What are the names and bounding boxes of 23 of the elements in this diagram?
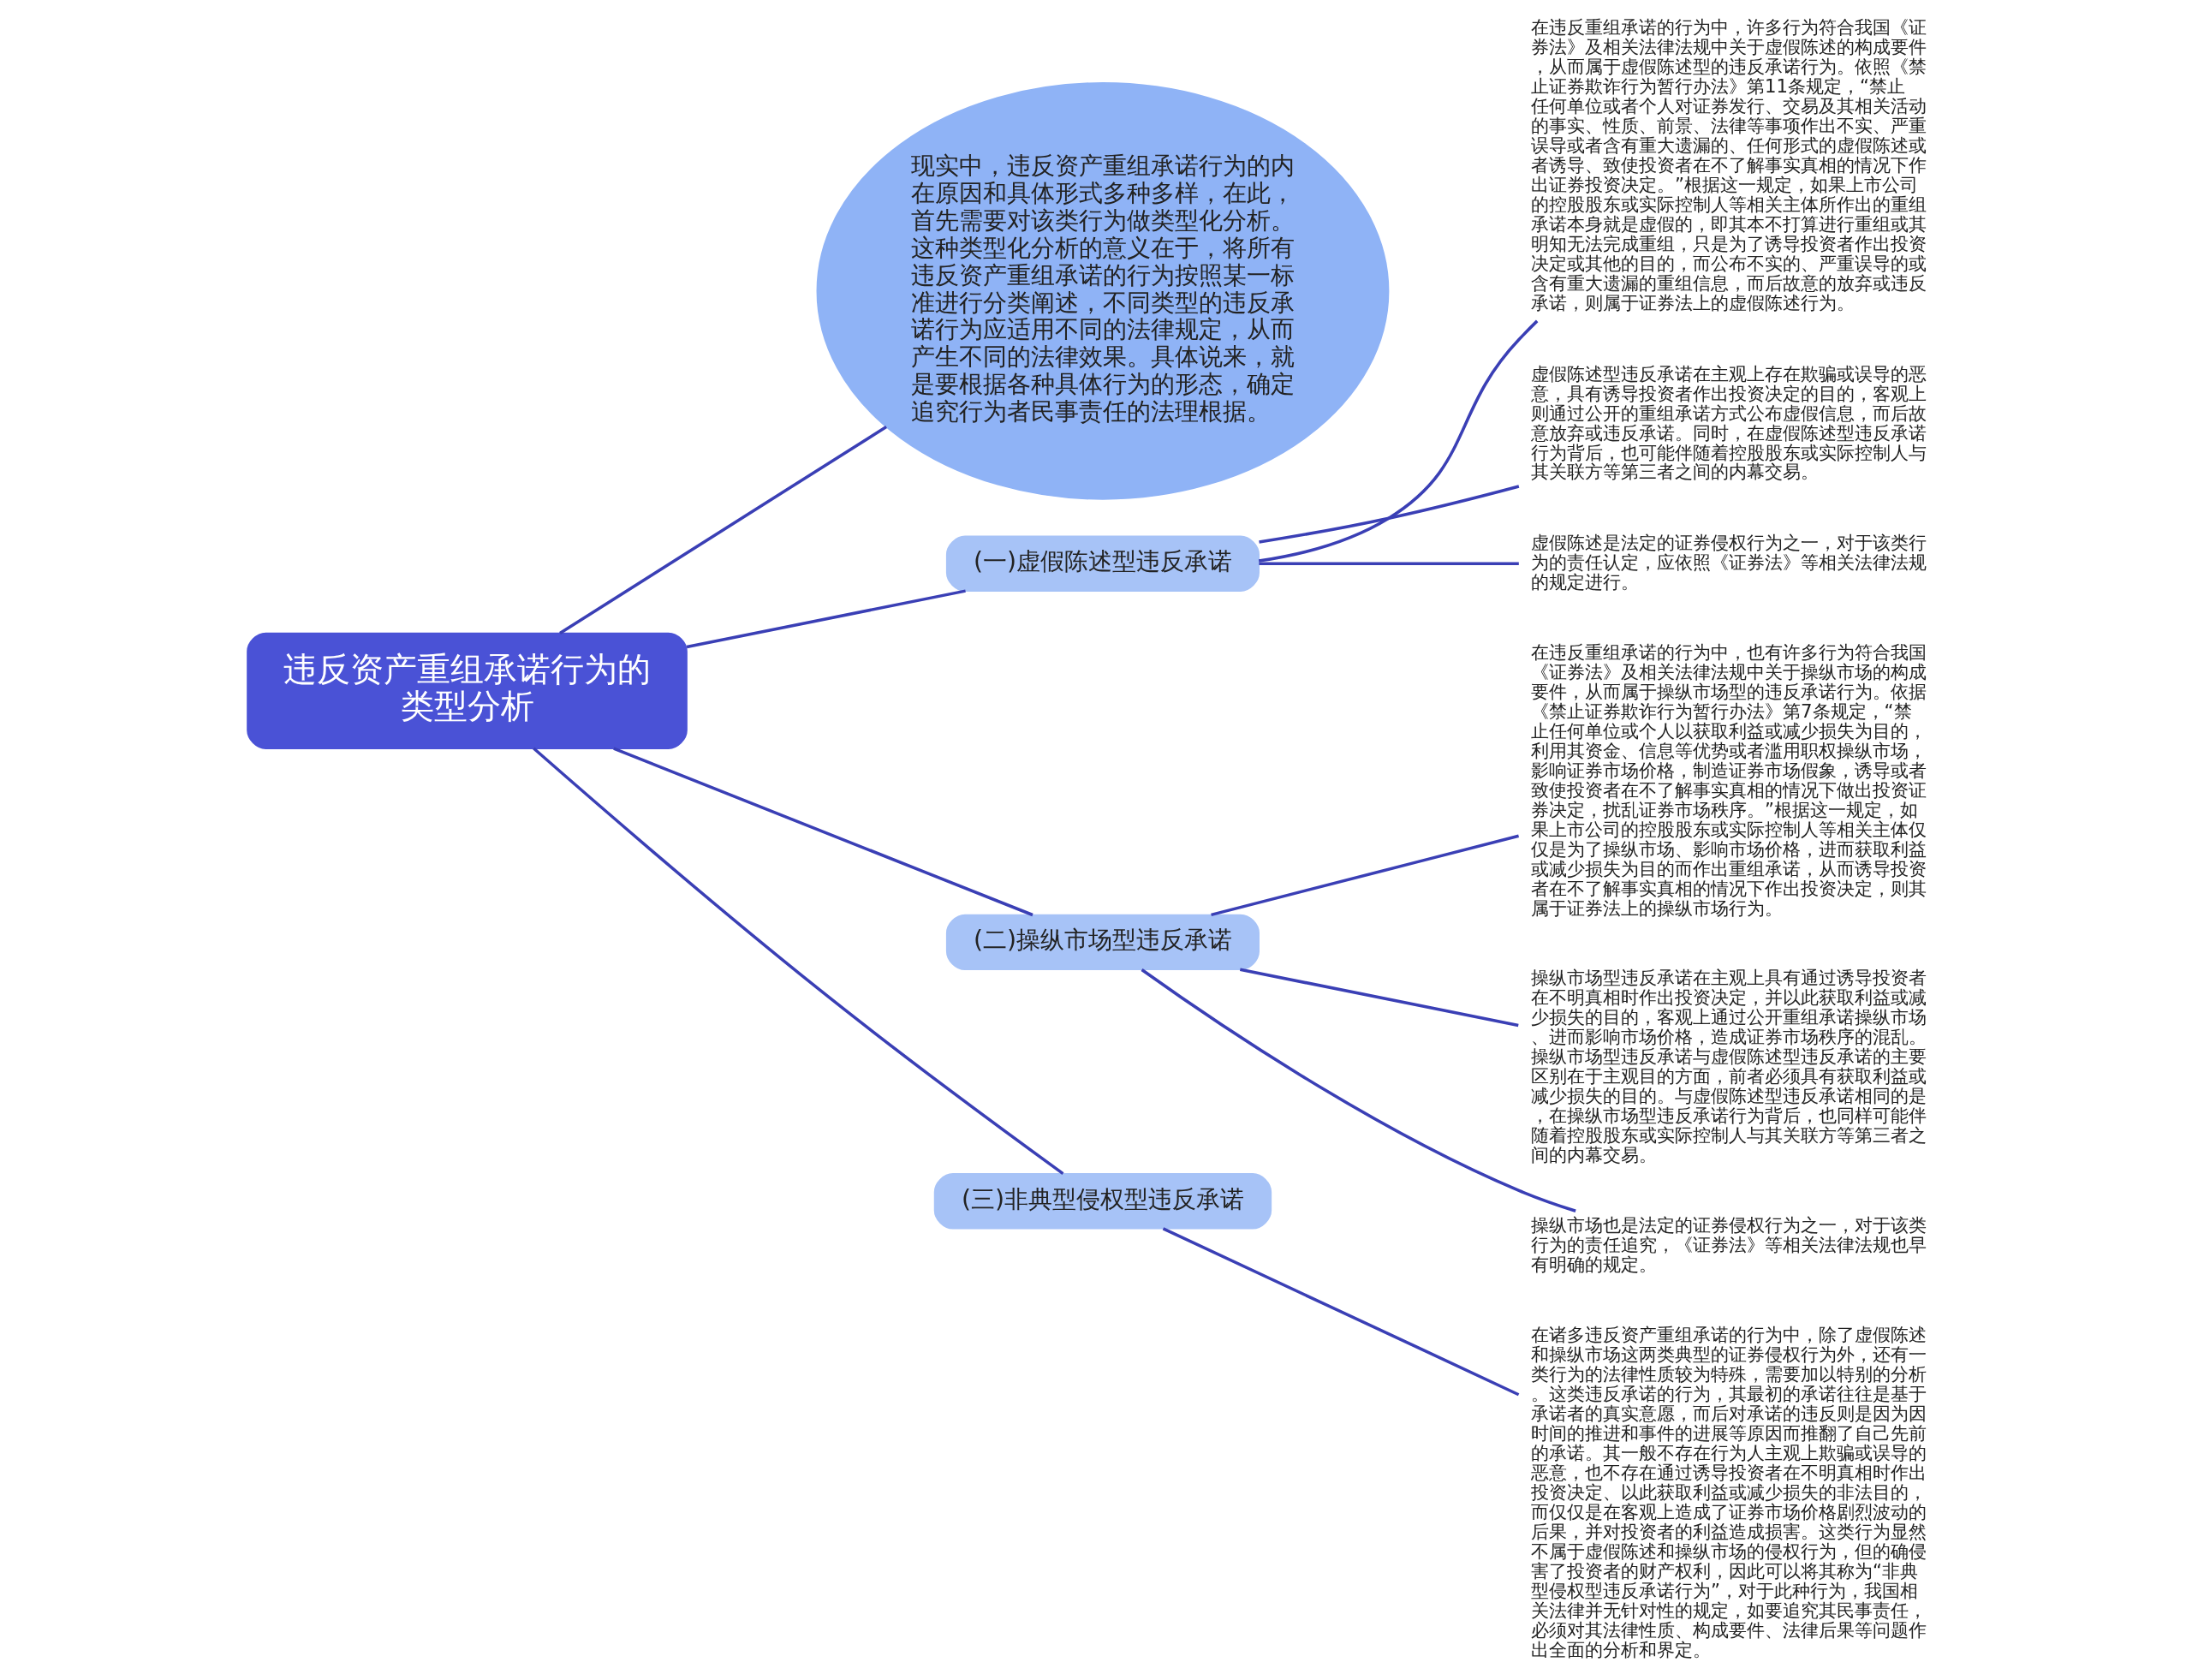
connector (533, 747, 1064, 1175)
node-box: (一)虚假陈述型违反承诺 (945, 535, 1260, 592)
node-text: 在违反重组承诺的行为中，也有许多行为符合我国《证券法》及相关法律法规中关于操纵市场的构成要件，从而属于操纵市场型的违反承诺行为。依据《禁止证券欺诈行为暂行办法》第7条规定，“禁止任何单位或个人以获取利益或减少损失为目的，利用其资金、信息等优势或者滥用职权操纵市场，影响证券市场价格，制造证券市场假象，诱导或者致使投资者在不了解事实真相的情况下做出投资证券决定，扰乱证券市场秩序。”根据这一规定，如果上市公司的控股股东或实际控制人等相关主体仅仅是为了操纵市场、影响市场价格，进而获取利益或减少损失为目的而作出重组承诺，从而诱导投资者在不了解事实真相的情况下作出投资决定，则其属于证券法上的操纵市场行为。 (1531, 640, 1927, 919)
connector (1141, 968, 1576, 1212)
node-text: 操纵市场型违反承诺在主观上具有通过诱导投资者在不明真相时作出投资决定，并以此获取利益或减少损失的目的，客观上通过公开重组承诺操纵市场、进而影响市场价格，造成证券市场秩序的混乱。操纵市场型违反承诺与虚假陈述型违反承诺的主要区别在于主观目的方面，前者必须具有获取利益或减少损失的目的。与虚假陈述型违反承诺相同的是，在操纵市场型违反承诺行为背后，也同样可能伴随着控股股东或实际控制人与其关联方等第三者之间的内幕交易。 (1531, 967, 1927, 1166)
connector (1258, 319, 1539, 563)
node-box: (二)操纵市场型违反承诺 (945, 914, 1260, 971)
connector (1259, 485, 1520, 544)
node-text: 虚假陈述是法定的证券侵权行为之一，对于该类行为的责任认定，应依照《证券法》等相关法律法规的规定进行。 (1531, 531, 1927, 593)
connector (1259, 562, 1519, 565)
node-text: 在诸多违反资产重组承诺的行为中，除了虚假陈述和操纵市场这两类典型的证券侵权行为外，还有一类行为的法律性质较为特殊，需要加以特别的分析。这类违反承诺的行为，其最初的承诺往往是基于承诺者的真实意愿，而后对承诺的违反则是因为因时间的推进和事件的进展等原因而推翻了自己先前的承诺。其一般不存在行为人主观上欺骗或误导的恶意，也不存在通过诱导投资者在不明真相时作出投资决定、以此获取利益或减少损失的非法目的，而仅仅是在客观上造成了证券市场价格剧烈波动的后果，并对投资者的利益造成损害。这类行为显然不属于虚假陈述和操纵市场的侵权行为，但的确侵害了投资者的财产权利，因此可以将其称为“非典型侵权型违反承诺行为”，对于此种行为，我国相关法律并无针对性的规定，如要追究其民事责任，必须对其法律性质、构成要件、法律后果等问题作出全面的分析和界定。 (1531, 1323, 1927, 1660)
node-ellipse: 现实中，违反资产重组承诺行为的内在原因和具体形式多种多样，在此，首先需要对该类行为做类型化分析。这种类型化分析的意义在于，将所有违反资产重组承诺的行为按照某一标准进行分类阐述，不同类型的违反承诺行为应适用不同的法律规定，从而产生不同的法律效果。具体说来，就是要根据各种具体行为的形态，确定追究行为者民事责任的法理根据。 (816, 82, 1390, 500)
connector (559, 426, 888, 634)
node-text: 操纵市场也是法定的证券侵权行为之一，对于该类行为的责任追究，《证券法》等相关法律法规也早有明确的规定。 (1531, 1214, 1927, 1276)
node-text: 虚假陈述型违反承诺在主观上存在欺骗或误导的恶意，具有诱导投资者作出投资决定的目的，客观上则通过公开的重组承诺方式公布虚假信息，而后故意放弃或违反承诺。同时，在虚假陈述型违反承诺行为背后，也可能伴随着控股股东或实际控制人与其关联方等第三者之间的内幕交易。 (1531, 362, 1927, 483)
connector (686, 589, 966, 649)
connector (1239, 968, 1519, 1028)
node-box: (三)非典型侵权型违反承诺 (933, 1173, 1272, 1230)
connector (1162, 1227, 1520, 1397)
connector (613, 747, 1033, 917)
node-box: 违反资产重组承诺行为的类型分析 (247, 632, 688, 749)
connector (1211, 834, 1520, 917)
node-text: 在违反重组承诺的行为中，许多行为符合我国《证券法》及相关法律法规中关于虚假陈述的构成要件，从而属于虚假陈述型的违反承诺行为。依照《禁止证券欺诈行为暂行办法》第11条规定，“禁止任何单位或者个人对证券发行、交易及其相关活动的事实、性质、前景、法律等事项作出不实、严重误导或者含有重大遗漏的、任何形式的虚假陈述或者诱导、致使投资者在不了解事实真相的情况下作出证券投资决定。”根据这一规定，如果上市公司的控股股东或实际控制人等相关主体所作出的重组承诺本身就是虚假的，即其本不打算进行重组或其明知无法完成重组，只是为了诱导投资者作出投资决定或其他的目的，而公布不实的、严重误导的或含有重大遗漏的重组信息，而后故意的放弃或违反承诺，则属于证券法上的虚假陈述行为。 (1531, 16, 1927, 314)
